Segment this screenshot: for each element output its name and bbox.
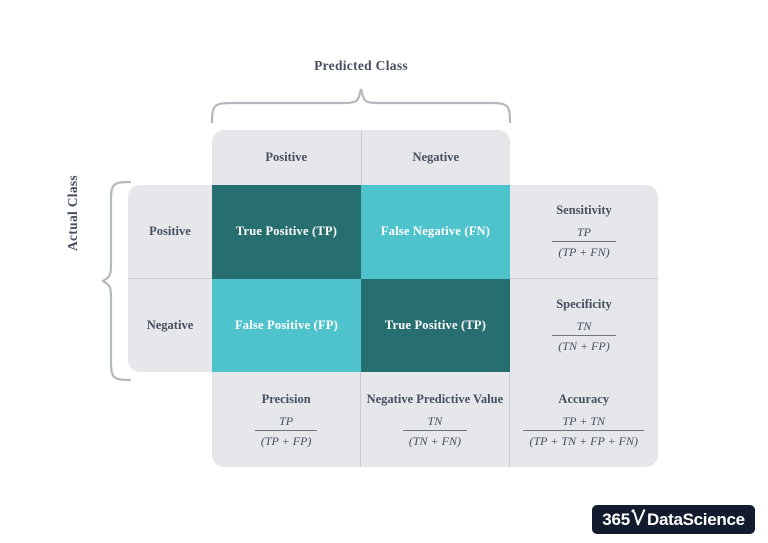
metric-precision-numerator: TP	[279, 414, 294, 428]
metric-sensitivity: Sensitivity TP (TP + FN)	[510, 185, 658, 278]
metric-specificity-denominator: (TN + FP)	[552, 335, 616, 354]
row-header-panel: Positive Negative	[128, 185, 212, 372]
column-header-negative: Negative	[360, 130, 511, 185]
matrix-cell-false-negative: False Negative (FN)	[361, 185, 510, 279]
row-header-positive: Positive	[128, 185, 212, 278]
metric-negative-predictive-value: Negative Predictive Value TN (TN + FN)	[360, 372, 508, 467]
brand-logo: 365 DataScience	[592, 505, 755, 534]
row-header-positive-label: Positive	[149, 224, 191, 238]
actual-class-title: Actual Class	[65, 175, 80, 251]
brand-logo-prefix: 365	[602, 509, 630, 529]
metric-precision-name: Precision	[261, 391, 311, 406]
metric-precision-formula: TP (TP + FP)	[254, 413, 318, 449]
metric-accuracy: Accuracy TP + TN (TP + TN + FP + FN)	[508, 372, 658, 467]
row-header-negative-label: Negative	[146, 318, 194, 332]
matrix-cell-true-negative: True Positive (TP)	[361, 278, 510, 372]
metric-accuracy-formula: TP + TN (TP + TN + FP + FN)	[523, 413, 645, 449]
metric-accuracy-numerator: TP + TN	[562, 414, 606, 428]
right-metric-column: Sensitivity TP (TP + FN) Specificity TN …	[510, 185, 658, 372]
metric-specificity-numerator: TN	[576, 319, 592, 333]
metric-sensitivity-denominator: (TP + FN)	[552, 241, 616, 260]
metric-negative-predictive-value-numerator: TN	[427, 414, 443, 428]
metric-accuracy-denominator: (TP + TN + FP + FN)	[523, 430, 645, 449]
metric-sensitivity-numerator: TP	[576, 225, 591, 239]
matrix-cell-true-positive-label: True Positive (TP)	[235, 224, 338, 239]
row-header-negative: Negative	[128, 278, 212, 372]
matrix-cell-true-negative-label: True Positive (TP)	[384, 317, 487, 332]
matrix-cell-false-positive-label: False Positive (FP)	[234, 317, 339, 332]
column-header-positive-label: Positive	[265, 150, 308, 164]
matrix-cell-true-positive: True Positive (TP)	[212, 185, 361, 279]
predicted-class-brace	[206, 83, 516, 125]
metric-precision-denominator: (TP + FP)	[254, 430, 318, 449]
metric-specificity-name: Specificity	[556, 296, 612, 311]
column-header-panel: Positive Negative	[212, 130, 510, 185]
metric-specificity-formula: TN (TN + FP)	[552, 318, 616, 354]
metric-negative-predictive-value-name: Negative Predictive Value	[366, 391, 504, 406]
matrix-cell-false-positive: False Positive (FP)	[212, 278, 361, 372]
actual-class-brace	[100, 180, 134, 382]
metric-sensitivity-name: Sensitivity	[556, 202, 612, 217]
metric-sensitivity-formula: TP (TP + FN)	[552, 224, 616, 260]
bottom-metric-row: Precision TP (TP + FP) Negative Predicti…	[212, 372, 658, 467]
metric-specificity: Specificity TN (TN + FP)	[510, 278, 658, 372]
metric-negative-predictive-value-denominator: (TN + FN)	[402, 430, 467, 449]
metric-negative-predictive-value-formula: TN (TN + FN)	[402, 413, 467, 449]
brand-logo-text: DataScience	[646, 509, 745, 529]
matrix-cell-false-negative-label: False Negative (FN)	[380, 224, 491, 239]
metric-precision: Precision TP (TP + FP)	[212, 372, 360, 467]
predicted-class-title: Predicted Class	[314, 58, 408, 73]
column-header-negative-label: Negative	[412, 150, 459, 164]
column-header-positive: Positive	[212, 130, 361, 185]
radical-check-icon	[631, 508, 646, 532]
metric-accuracy-name: Accuracy	[558, 391, 610, 406]
